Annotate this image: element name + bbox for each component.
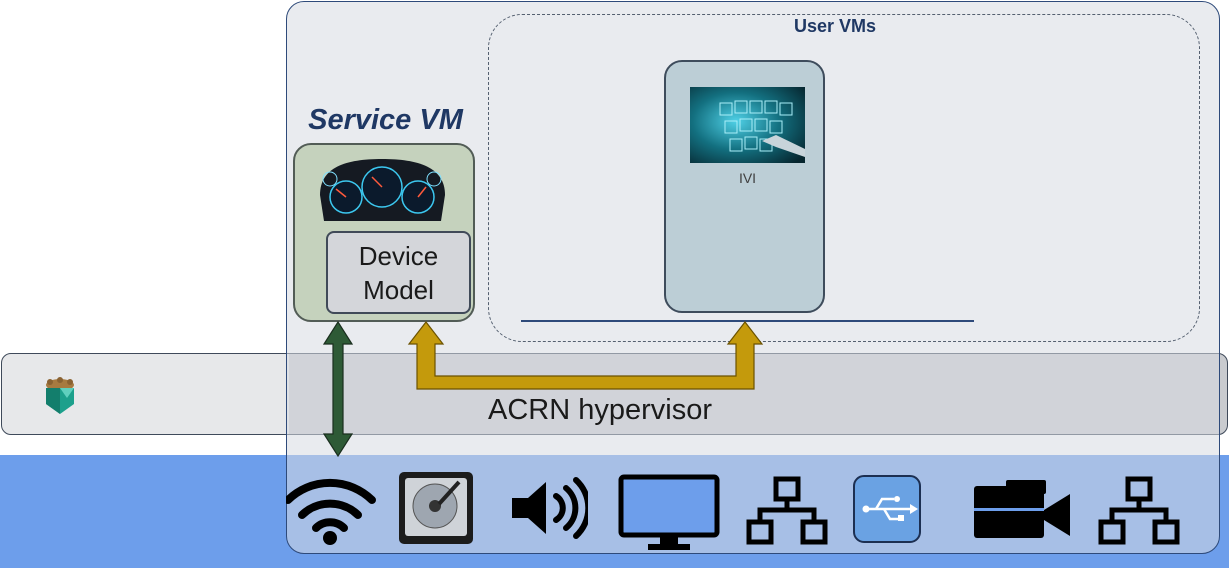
monitor-icon	[618, 474, 720, 550]
instrument-cluster-image	[320, 159, 445, 221]
ivi-image	[690, 87, 805, 163]
device-model-label-line2: Model	[363, 274, 434, 305]
acrn-logo-icon	[46, 377, 74, 414]
wifi-icon	[286, 478, 376, 545]
speaker-icon	[512, 477, 588, 539]
user-vms-title: User VMs	[793, 16, 877, 36]
device-model-label-line1: Device	[358, 240, 439, 271]
device-model-box: Device Model	[326, 231, 471, 314]
network-icon	[1098, 476, 1180, 545]
hard-disk-icon	[399, 472, 473, 544]
video-camera-icon	[974, 480, 1070, 538]
user-vms-region	[488, 14, 1200, 342]
ivi-label: IVI	[738, 170, 757, 186]
user-vm-bus-line	[521, 320, 974, 322]
service-vm-title: Service VM	[308, 104, 463, 136]
passthrough-arrow	[322, 320, 354, 458]
usb-icon	[853, 475, 921, 543]
network-icon	[746, 476, 828, 545]
hypervisor-label: ACRN hypervisor	[488, 394, 712, 426]
virtio-arrow	[407, 321, 764, 390]
